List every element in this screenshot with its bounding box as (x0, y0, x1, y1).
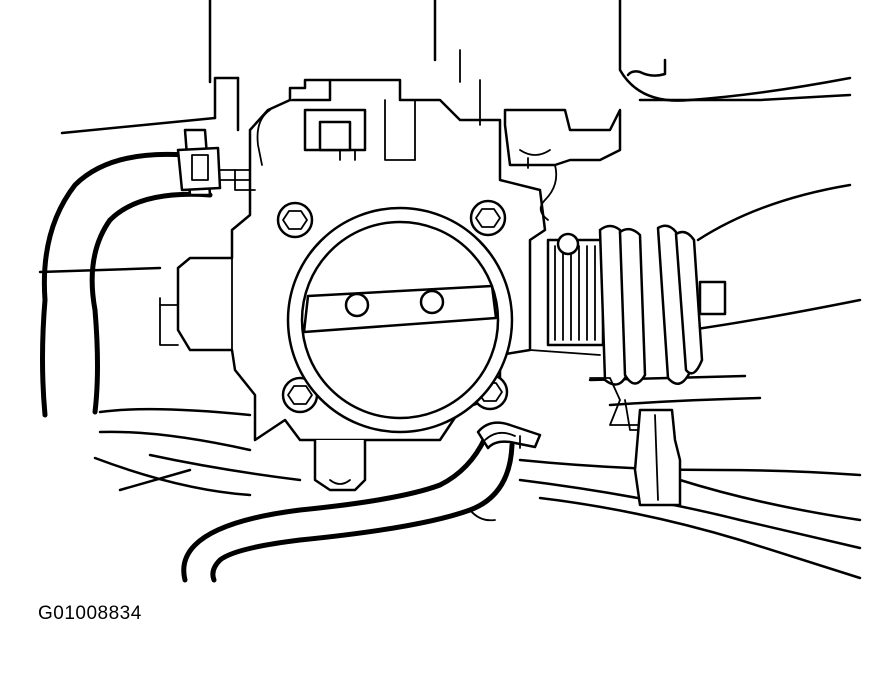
hose-clamp-left-icon (176, 128, 222, 197)
bolt-top-right-icon (469, 199, 507, 237)
lower-fitting (313, 440, 367, 492)
lower-hose (181, 435, 515, 583)
left-hose (40, 151, 251, 418)
bolt-top-left-icon (276, 201, 314, 239)
throttle-cable-drum (529, 224, 727, 507)
throttle-bore (286, 206, 514, 434)
mounting-bolts (276, 199, 509, 414)
hose-clamp-lower-icon (476, 421, 542, 450)
figure-id-label: G01008834 (38, 603, 142, 624)
